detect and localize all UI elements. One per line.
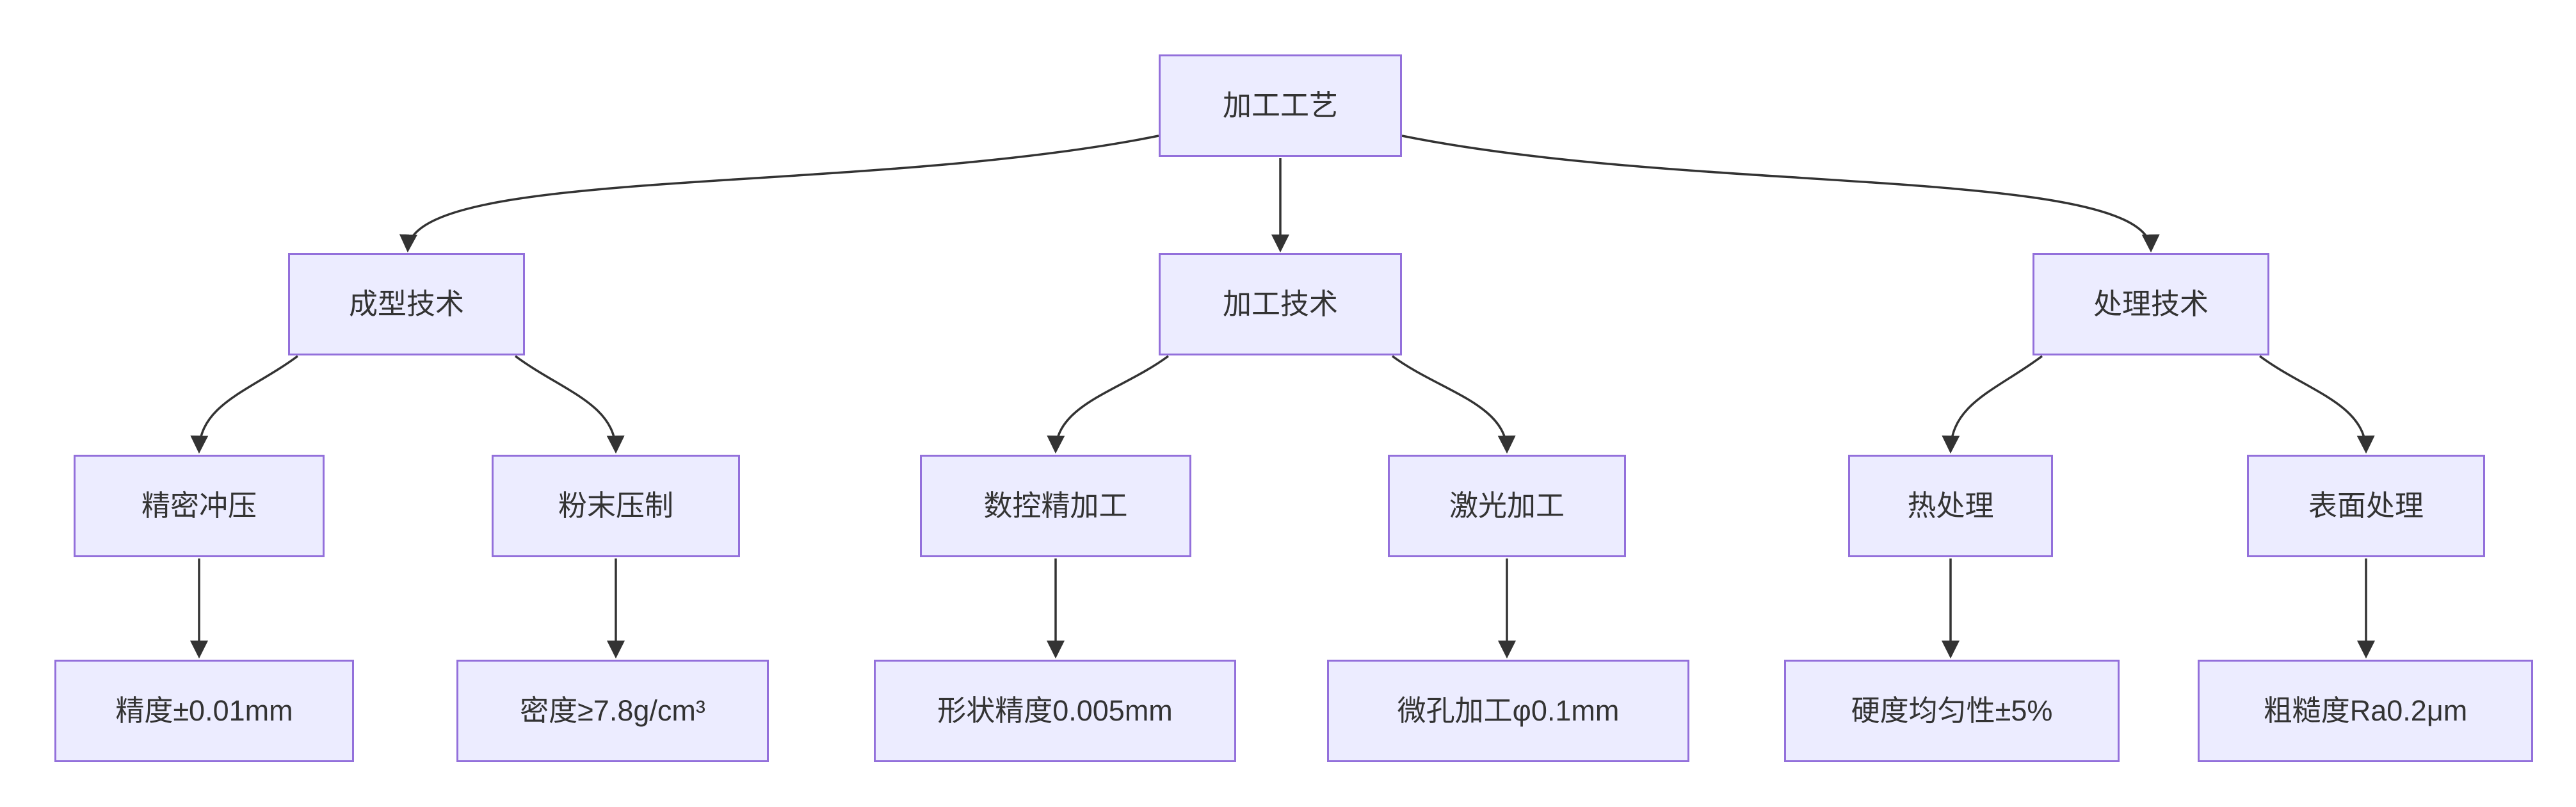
node-spec-shape-accuracy: 形状精度0.005mm (874, 660, 1236, 762)
node-root-process: 加工工艺 (1159, 54, 1402, 157)
node-label: 形状精度0.005mm (937, 694, 1173, 727)
node-laser-machining: 激光加工 (1388, 455, 1626, 557)
node-treatment-tech: 处理技术 (2033, 253, 2269, 355)
node-label: 粗糙度Ra0.2μm (2263, 694, 2468, 727)
node-label: 表面处理 (2308, 489, 2424, 522)
node-surface-treatment: 表面处理 (2247, 455, 2485, 557)
node-powder-pressing: 粉末压制 (492, 455, 740, 557)
node-cnc-finishing: 数控精加工 (920, 455, 1191, 557)
node-spec-density: 密度≥7.8g/cm³ (456, 660, 769, 762)
node-label: 粉末压制 (558, 489, 673, 522)
node-label: 密度≥7.8g/cm³ (520, 694, 705, 727)
edge-forming-stamping (190, 355, 299, 454)
node-label: 微孔加工φ0.1mm (1397, 694, 1620, 727)
node-label: 加工工艺 (1222, 89, 1338, 122)
node-label: 热处理 (1907, 489, 1994, 522)
node-label: 精密冲压 (141, 489, 257, 522)
node-label: 成型技术 (348, 288, 464, 320)
node-heat-treatment: 热处理 (1848, 455, 2053, 557)
node-label: 激光加工 (1449, 489, 1565, 522)
node-precision-stamping: 精密冲压 (74, 455, 325, 557)
node-spec-roughness: 粗糙度Ra0.2μm (2198, 660, 2533, 762)
node-spec-hardness: 硬度均匀性±5% (1784, 660, 2120, 762)
edge-root-treatment (1401, 134, 2160, 253)
node-label: 数控精加工 (983, 489, 1128, 522)
edge-machining-laser (1391, 355, 1516, 454)
node-spec-micro-hole: 微孔加工φ0.1mm (1327, 660, 1689, 762)
node-forming-tech: 成型技术 (288, 253, 525, 355)
edge-root-forming (399, 134, 1159, 253)
node-machining-tech: 加工技术 (1159, 253, 1402, 355)
edge-treatment-surface (2258, 355, 2375, 454)
node-label: 加工技术 (1222, 288, 1338, 320)
edge-forming-powder (514, 355, 625, 454)
node-label: 处理技术 (2093, 288, 2209, 320)
edge-treatment-heat (1942, 355, 2043, 454)
node-label: 硬度均匀性±5% (1851, 694, 2053, 727)
node-label: 精度±0.01mm (115, 694, 293, 727)
node-spec-precision: 精度±0.01mm (54, 660, 354, 762)
edge-machining-cnc (1047, 355, 1170, 454)
